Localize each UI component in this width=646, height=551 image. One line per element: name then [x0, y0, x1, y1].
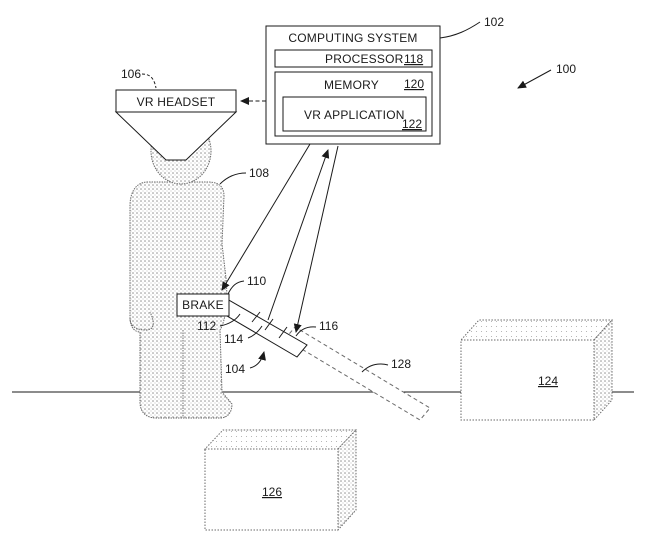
- signal-from-controller: [267, 149, 330, 321]
- computing-system-102: COMPUTING SYSTEM PROCESSOR 118 MEMORY 12…: [265, 15, 504, 145]
- ref-128-leader: [361, 363, 389, 373]
- brake-ref: 110: [247, 274, 266, 288]
- user-ref-leader: [219, 172, 247, 185]
- object-124-ref: 124: [538, 374, 558, 388]
- user-ref: 108: [249, 166, 269, 180]
- computing-system-title: COMPUTING SYSTEM: [288, 31, 417, 45]
- memory-ref: 120: [404, 77, 424, 91]
- virtual-extension-ref: 128: [391, 357, 411, 371]
- processor-box: [274, 49, 433, 68]
- ref-114-leader: [247, 325, 263, 339]
- processor-label: PROCESSOR: [325, 52, 404, 66]
- vr-application-box: [282, 96, 427, 132]
- ref-116-leader: [295, 326, 317, 337]
- signal-to-sensor: [293, 145, 339, 333]
- signal-to-brake: [221, 143, 311, 291]
- memory-label: MEMORY: [324, 78, 379, 92]
- vr-headset-ref: 106: [121, 67, 141, 81]
- vr-application-label: VR APPLICATION: [304, 108, 405, 122]
- controller-104: BRAKE: [176, 293, 308, 358]
- controller-ref-116: 116: [319, 319, 338, 333]
- object-box-124: 124: [459, 318, 614, 422]
- brake-label: BRAKE: [182, 298, 224, 312]
- vr-headset-106: VR HEADSET 106: [114, 67, 238, 161]
- object-126-ref: 126: [262, 485, 282, 499]
- figure-ref-100: 100: [556, 62, 576, 76]
- user-figure-108: [129, 117, 233, 419]
- ref-104-arrow: [249, 351, 266, 369]
- vr-application-ref: 122: [402, 117, 422, 131]
- controller-ref-112: 112: [197, 319, 216, 333]
- object-box-126: 126: [203, 428, 358, 532]
- computing-system-ref: 102: [484, 15, 504, 29]
- virtual-extension-128: [284, 326, 431, 421]
- brake-box: [176, 293, 230, 317]
- controller-ref-114: 114: [224, 332, 243, 346]
- brake-ref-leader: [227, 280, 245, 295]
- controller-ref-104: 104: [225, 362, 245, 376]
- figure-ref-100-arrow: [517, 69, 552, 89]
- ref-112-leader: [219, 313, 241, 327]
- processor-ref: 118: [404, 52, 423, 66]
- vr-headset-label: VR HEADSET: [137, 95, 216, 109]
